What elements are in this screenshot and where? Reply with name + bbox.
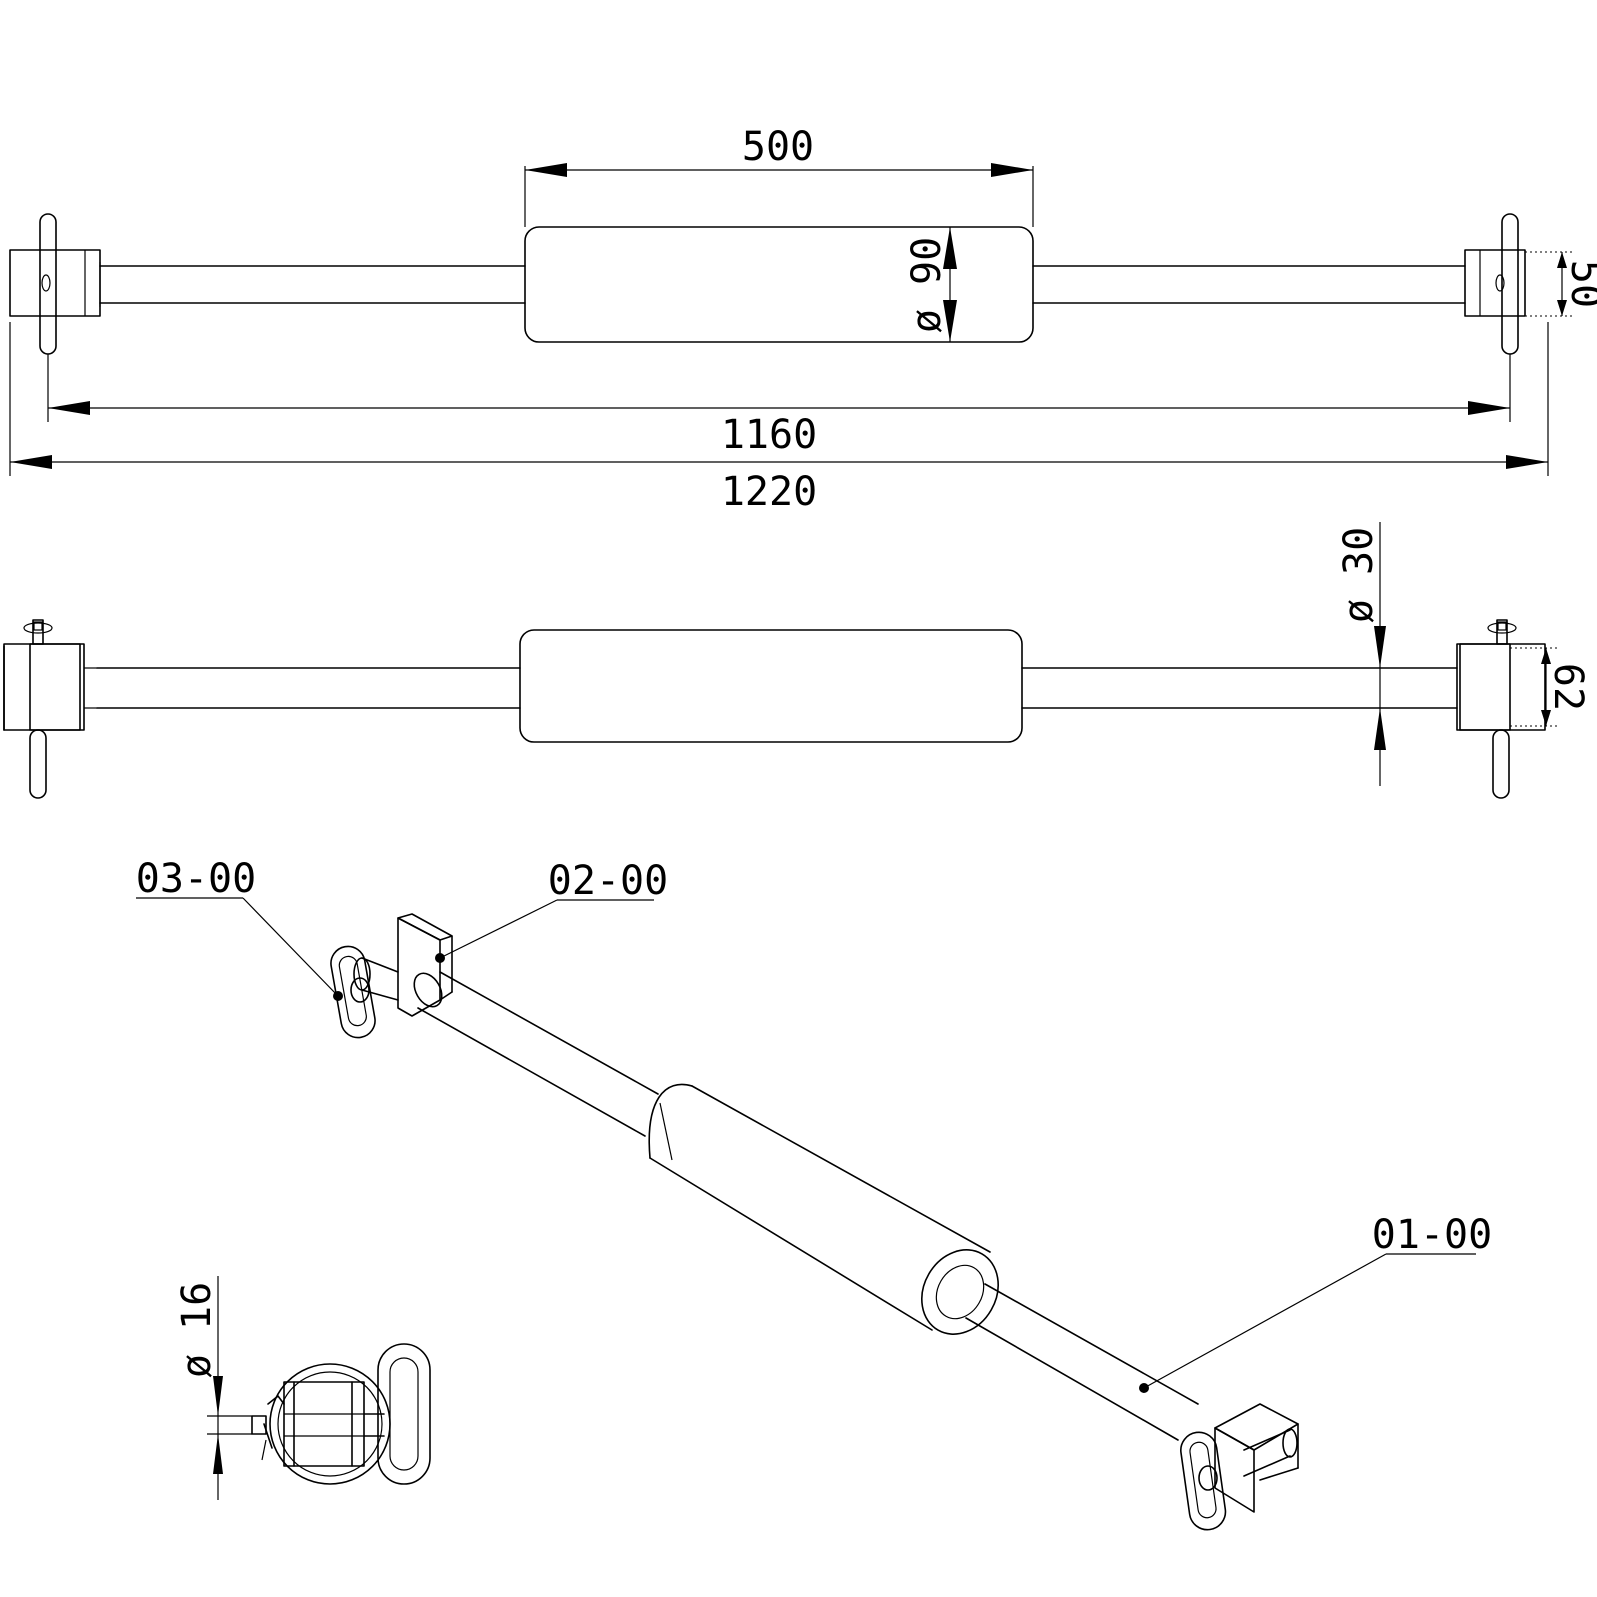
dim-o30-label: ø 30 (1336, 527, 1382, 623)
left-end-front (9, 213, 101, 355)
isometric-view: 03-00 02-00 01-00 (136, 856, 1492, 1531)
cushion-iso (648, 1083, 999, 1335)
dim-bracket-height: 50 (1525, 251, 1597, 317)
cushion-front (524, 226, 1034, 343)
dim-overall-length: 1220 (9, 322, 1549, 515)
dim-o90-label: ø 90 (904, 237, 950, 333)
dim-cushion-length: 500 (524, 124, 1034, 227)
dim-cushion-diameter: ø 90 (904, 227, 957, 342)
end-view: ø 16 (174, 1276, 431, 1500)
part-label-03-00: 03-00 (136, 856, 256, 902)
leader-01-00: 01-00 (1139, 1212, 1492, 1393)
part-label-02-00: 02-00 (548, 858, 668, 904)
dim-pin-span: 1160 (47, 354, 1511, 458)
right-end-front (1464, 213, 1526, 355)
right-end-plan (1456, 619, 1546, 799)
dim-bar-diameter: ø 30 (1336, 522, 1386, 786)
dim-o16-label: ø 16 (174, 1282, 220, 1378)
dim-500-label: 500 (742, 124, 814, 170)
dim-1220-label: 1220 (721, 469, 817, 515)
dim-bracket-width: 62 (1510, 647, 1591, 727)
dim-1160-label: 1160 (721, 412, 817, 458)
leader-02-00: 02-00 (435, 858, 668, 963)
left-end-plan (3, 619, 97, 799)
dim-pin-diameter: ø 16 (174, 1276, 252, 1500)
front-view: 500 ø 90 50 1160 (9, 124, 1597, 515)
left-bracket-iso (330, 913, 453, 1039)
dim-50-label: 50 (1562, 260, 1597, 308)
cushion-plan (519, 629, 1023, 743)
plan-view: ø 30 62 (3, 522, 1591, 799)
part-label-01-00: 01-00 (1372, 1212, 1492, 1258)
dim-62-label: 62 (1545, 663, 1591, 711)
right-bracket-iso (1180, 1403, 1299, 1531)
leader-03-00: 03-00 (136, 856, 343, 1001)
